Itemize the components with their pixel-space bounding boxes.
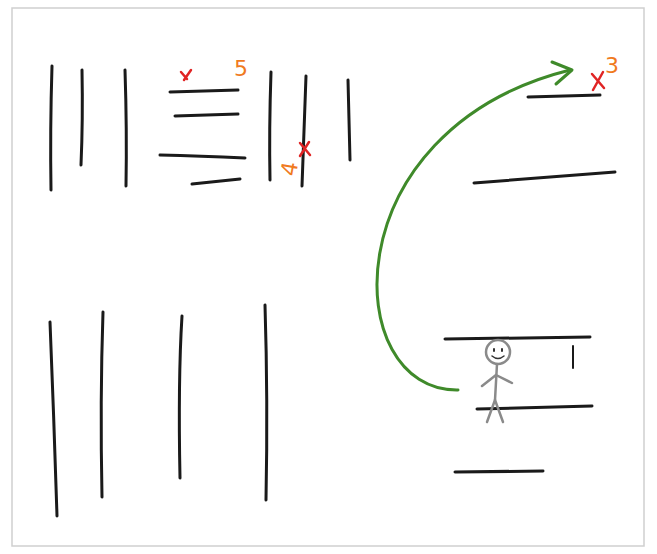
jump-arrow — [377, 62, 572, 390]
platform-lines — [50, 66, 615, 516]
callout-number: 3 — [605, 55, 619, 77]
target-mark — [181, 70, 604, 156]
frame — [12, 8, 644, 546]
stick-figure — [482, 340, 512, 422]
callout-number: 5 — [234, 58, 248, 80]
callout-number: 4 — [278, 160, 302, 178]
